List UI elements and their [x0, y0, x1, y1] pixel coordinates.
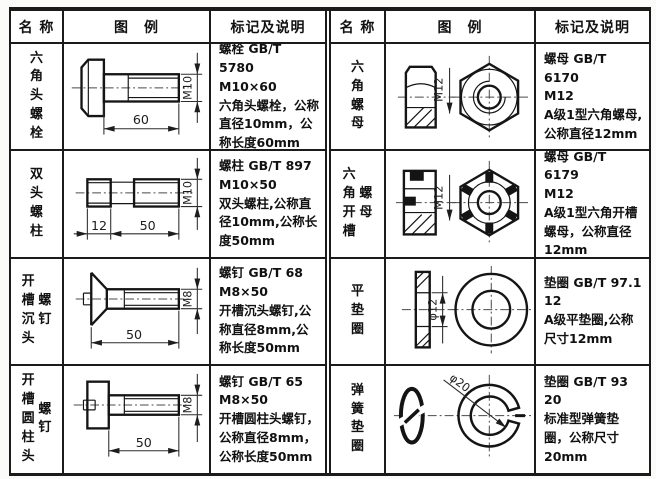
name-cell-stud: 双头螺柱 [11, 151, 64, 259]
dim-label-thread: M10 [181, 181, 194, 205]
dim-label-length: 50 [136, 435, 152, 450]
figure-cell: 50 M8 [64, 365, 211, 473]
header-legend-left: 图 例 [64, 11, 211, 44]
marking-cell: 螺钉 GB/T 65 M8×50 开槽圆柱头螺钉，公称直径8mm，公称长度50m… [219, 373, 320, 464]
figure-cell: M12 [386, 44, 536, 152]
marking-cell: 螺钉 GB/T 68 M8×50 开槽沉头螺钉,公称直径8mm,公称长度50mm [211, 259, 325, 366]
name-cell-cheese-head-screw: 开槽圆柱头 螺钉 [11, 365, 64, 473]
dim-label-diameter: φ12 [426, 298, 440, 320]
hex-nut-drawing: M12 [397, 55, 530, 139]
table-right-half: 名 称 图 例 标记及说明 六角螺母 M12 [331, 11, 649, 473]
cheese-head-screw-drawing: 50 M8 [73, 373, 203, 457]
table-left-half: 名 称 图 例 标记及说明 六角头螺栓 [11, 11, 325, 473]
castle-nut-drawing: M12 [395, 161, 530, 245]
vertical-name: 双头螺柱 [29, 167, 43, 239]
spring-washer-drawing: φ20 [393, 370, 532, 459]
figure-cell: 50 M8 [64, 258, 211, 366]
center-double-rule [325, 11, 331, 473]
countersunk-screw-drawing: 50 M8 [75, 267, 203, 349]
figure-cell: 12 50 M10 [64, 151, 211, 259]
dim-label-length: 50 [140, 218, 156, 233]
dim-label-end: 12 [91, 218, 107, 233]
vertical-name: 六角螺母 [350, 59, 364, 132]
header-marking-left: 标记及说明 [211, 11, 325, 44]
dim-label-length: 50 [126, 326, 142, 341]
name-cell-hex-bolt: 六角头螺栓 [11, 44, 64, 152]
figure-cell: M12 [386, 151, 536, 259]
dim-label-thread: M8 [181, 396, 194, 413]
vertical-name: 弹簧垫圈 [350, 382, 364, 455]
figure-cell: φ20 [386, 365, 536, 473]
name-cell-spring-washer: 弹簧垫圈 [331, 365, 386, 473]
hex-bolt-drawing: 60 M10 [71, 52, 203, 135]
vertical-name: 六角开槽 螺母 [342, 167, 373, 239]
header-marking-right: 标记及说明 [536, 11, 649, 44]
fastener-standards-table: 名 称 图 例 标记及说明 六角头螺栓 [9, 7, 651, 476]
name-cell-countersunk-screw: 开槽沉头 螺钉 [11, 258, 64, 366]
name-cell-castle-nut: 六角开槽 螺母 [331, 151, 386, 259]
vertical-name: 六角头螺栓 [29, 50, 43, 141]
figure-cell: 60 M10 [64, 44, 211, 152]
header-legend-right: 图 例 [386, 11, 536, 44]
dim-label-length: 60 [133, 112, 149, 127]
stud-drawing: 12 50 M10 [73, 158, 203, 240]
name-cell-hex-nut: 六角螺母 [331, 44, 386, 152]
vertical-name: 开槽沉头 螺钉 [21, 274, 52, 346]
header-name-right: 名 称 [331, 11, 386, 44]
marking-cell: 螺栓 GB/T 5780 M10×60 六角头螺栓，公称直径10mm，公称长度6… [211, 44, 325, 152]
dim-label-thread: M12 [432, 186, 446, 210]
dim-label-thread: M10 [181, 76, 194, 100]
flat-washer-drawing: φ12 [401, 265, 532, 353]
dim-label-thread: M12 [432, 77, 446, 101]
vertical-name: 平垫圈 [350, 283, 364, 337]
vertical-name: 开槽圆柱头 螺钉 [21, 373, 52, 464]
marking-cell: 螺柱 GB/T 897 M10×50 双头螺柱,公称直径10mm,公称长度50m… [211, 151, 325, 259]
header-name-left: 名 称 [11, 11, 64, 44]
marking-cell: 垫圈 GB/T 93 20 标准型弹簧垫圈，公称尺寸20mm [544, 373, 628, 464]
figure-cell: φ12 [386, 258, 536, 366]
name-cell-flat-washer: 平垫圈 [331, 258, 386, 366]
marking-cell: 螺母 GB/T 6170 M12 A级1型六角螺母,公称直径12mm [536, 44, 649, 152]
marking-cell: 螺母 GB/T 6179 M12 A级1型六角开槽螺母，公称直径12mm [536, 151, 649, 259]
dim-label-thread: M8 [181, 290, 194, 307]
marking-cell: 垫圈 GB/T 97.1 12 A级平垫圈,公称尺寸12mm [536, 259, 649, 366]
